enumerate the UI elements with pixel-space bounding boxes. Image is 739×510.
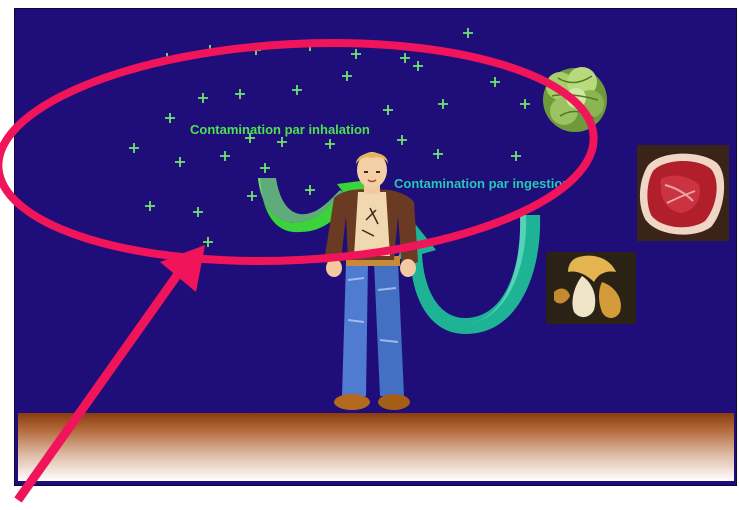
- lettuce-icon: [540, 56, 610, 136]
- meat-icon: [637, 145, 729, 241]
- ingestion-label: Contamination par ingestion: [394, 176, 570, 191]
- mushroom-icon: [546, 252, 636, 324]
- inhalation-label: Contamination par inhalation: [190, 122, 370, 137]
